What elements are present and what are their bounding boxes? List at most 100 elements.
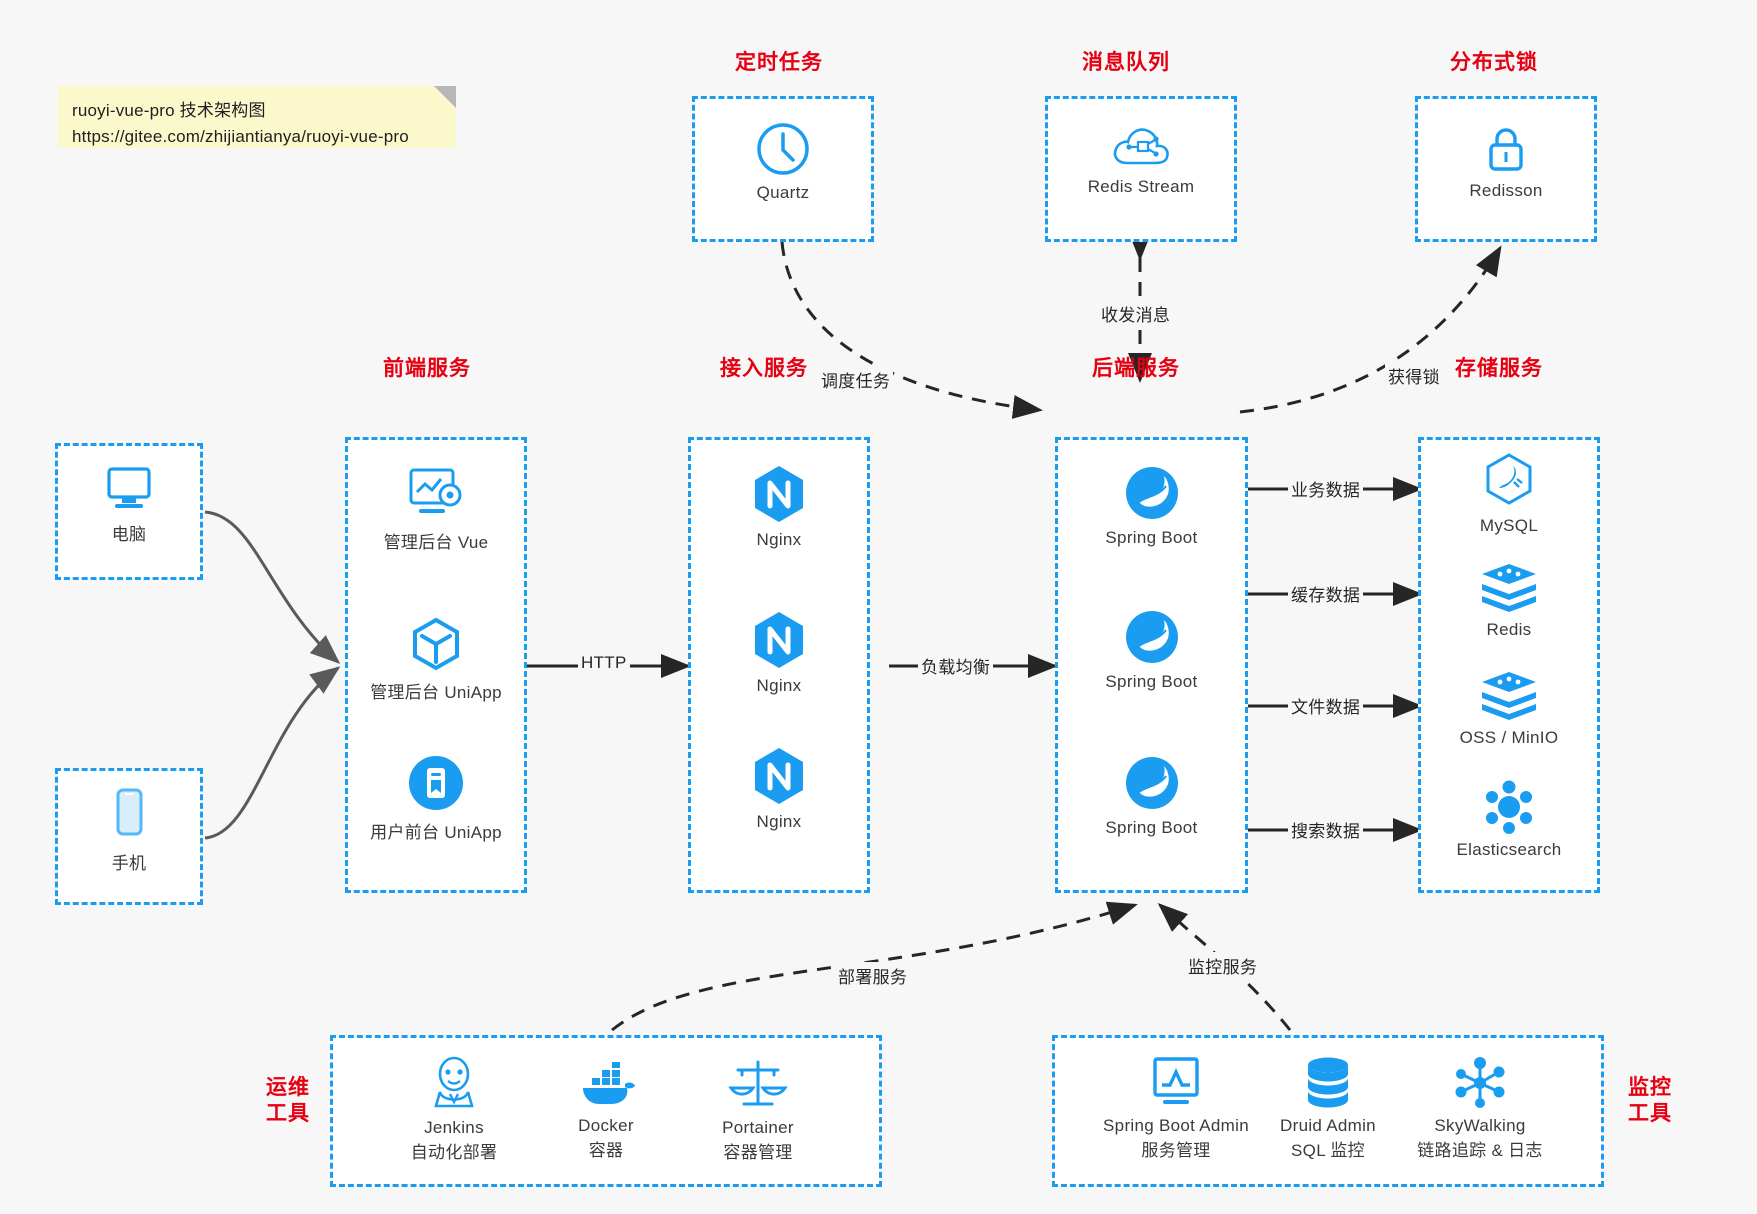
node-label: Druid Admin: [1280, 1116, 1376, 1135]
edge-label-cache-data: 缓存数据: [1288, 580, 1364, 607]
node-druid-admin[interactable]: Druid Admin SQL 监控: [1055, 1056, 1601, 1161]
nginx-icon: [755, 612, 803, 668]
edge-label-http: HTTP: [578, 652, 630, 674]
node-computer[interactable]: 电脑: [58, 464, 200, 545]
node-portainer[interactable]: Portainer 容器管理: [485, 1058, 1031, 1163]
group-box-frontend-service: 管理后台 Vue 管理后台 UniApp 用户前台 UniApp: [345, 437, 527, 893]
node-label: Spring Boot: [1105, 818, 1198, 837]
node-label: Portainer: [722, 1118, 794, 1137]
group-box-storage-service: MySQL Redis OSS / MinIO: [1418, 437, 1600, 893]
node-label: Elasticsearch: [1456, 840, 1562, 859]
jenkins-butler-icon: [434, 1056, 474, 1108]
skywalking-nodes-icon: [1455, 1057, 1505, 1108]
uniapp-cube-icon: [413, 617, 459, 671]
node-docker[interactable]: Docker 容器: [333, 1062, 879, 1161]
docker-whale-icon: [583, 1062, 635, 1104]
node-spring-boot-2[interactable]: Spring Boot: [1058, 608, 1245, 692]
node-sublabel: 服务管理: [1141, 1141, 1211, 1160]
node-label: MySQL: [1479, 516, 1539, 535]
group-box-devops-tools: Jenkins 自动化部署 Docker 容器: [330, 1035, 882, 1187]
node-label: Spring Boot: [1105, 528, 1198, 547]
node-label: 手机: [111, 854, 147, 873]
monitor-chart-icon: [1153, 1057, 1199, 1104]
group-title-scheduled-task: 定时任务: [735, 51, 823, 74]
node-label: Redisson: [1469, 181, 1543, 200]
dashboard-settings-icon: [409, 468, 462, 513]
node-redisson[interactable]: Redisson: [1418, 121, 1594, 201]
group-box-monitor-tools: Spring Boot Admin 服务管理 Druid Admin SQL 监…: [1052, 1035, 1604, 1187]
node-label: Nginx: [756, 676, 802, 695]
spring-boot-icon: [1125, 757, 1178, 809]
note-line-1: ruoyi-vue-pro 技术架构图: [72, 101, 266, 120]
edge-label-file-data: 文件数据: [1288, 692, 1364, 719]
node-redis-stream[interactable]: Redis Stream: [1048, 121, 1234, 197]
group-title-frontend-service: 前端服务: [383, 357, 471, 380]
group-title-devops-tools: 运维 工具: [258, 1075, 318, 1128]
node-sublabel: 容器管理: [723, 1143, 793, 1162]
database-icon: [1308, 1057, 1348, 1108]
redis-stack-icon: [1482, 564, 1536, 612]
group-title-message-queue: 消息队列: [1082, 51, 1170, 74]
node-spring-boot-1[interactable]: Spring Boot: [1058, 464, 1245, 548]
nginx-icon: [755, 748, 803, 804]
node-quartz[interactable]: Quartz: [695, 121, 871, 203]
node-label: 管理后台 UniApp: [370, 683, 502, 702]
clock-icon: [757, 123, 809, 175]
node-user-uniapp[interactable]: 用户前台 UniApp: [348, 754, 524, 843]
nginx-icon: [755, 466, 803, 522]
group-title-devops-line-1: 运维: [266, 1076, 310, 1099]
group-title-devops-line-2: 工具: [266, 1102, 310, 1126]
group-title-monitor-line-2: 工具: [1628, 1102, 1672, 1126]
group-box-scheduled-task: Quartz: [692, 96, 874, 242]
node-nginx-2[interactable]: Nginx: [691, 610, 867, 696]
node-label: Nginx: [756, 530, 802, 549]
mobile-phone-icon: [116, 788, 143, 836]
spring-boot-icon: [1125, 467, 1178, 519]
note-line-2: https://gitee.com/zhijiantianya/ruoyi-vu…: [72, 127, 409, 147]
group-box-gateway-service: Nginx Nginx Nginx: [688, 437, 870, 893]
node-phone[interactable]: 手机: [58, 787, 200, 874]
node-label: SkyWalking: [1434, 1116, 1526, 1135]
group-title-distributed-lock: 分布式锁: [1450, 51, 1538, 74]
node-spring-boot-admin[interactable]: Spring Boot Admin 服务管理: [903, 1054, 1449, 1161]
mysql-icon: [1486, 453, 1532, 505]
edge-label-monitor-service: 监控服务: [1185, 952, 1261, 979]
edge-label-business-data: 业务数据: [1288, 475, 1364, 502]
node-admin-vue[interactable]: 管理后台 Vue: [348, 464, 524, 553]
node-sublabel: 容器: [588, 1141, 624, 1160]
group-box-phone: 手机: [55, 768, 203, 905]
node-label: Nginx: [756, 812, 802, 831]
node-label: Spring Boot: [1105, 672, 1198, 691]
node-sublabel: 链路追踪 & 日志: [1417, 1141, 1543, 1160]
node-label: Spring Boot Admin: [1103, 1116, 1249, 1135]
group-title-monitor-line-1: 监控: [1628, 1076, 1672, 1099]
node-oss-minio[interactable]: OSS / MinIO: [1421, 670, 1597, 748]
group-title-gateway-service: 接入服务: [720, 357, 808, 380]
group-box-distributed-lock: Redisson: [1415, 96, 1597, 242]
desktop-icon: [107, 467, 151, 508]
note-fold-icon: [434, 86, 456, 108]
node-sublabel: 自动化部署: [410, 1143, 498, 1162]
spring-boot-icon: [1125, 611, 1178, 663]
group-box-backend-service: Spring Boot Spring Boot Spring Boot: [1055, 437, 1248, 893]
node-label: Docker: [578, 1116, 634, 1135]
node-skywalking[interactable]: SkyWalking 链路追踪 & 日志: [1207, 1056, 1753, 1161]
diagram-note: ruoyi-vue-pro 技术架构图 https://gitee.com/zh…: [58, 86, 456, 148]
node-label: Redis: [1486, 620, 1532, 639]
node-elasticsearch[interactable]: Elasticsearch: [1421, 780, 1597, 860]
node-nginx-1[interactable]: Nginx: [691, 464, 867, 550]
node-redis[interactable]: Redis: [1421, 562, 1597, 640]
object-storage-icon: [1482, 672, 1536, 720]
node-mysql[interactable]: MySQL: [1421, 452, 1597, 536]
edge-label-search-data: 搜索数据: [1288, 816, 1364, 843]
mobile-app-circle-icon: [409, 756, 463, 810]
group-title-backend-service: 后端服务: [1092, 357, 1180, 380]
node-admin-uniapp[interactable]: 管理后台 UniApp: [348, 616, 524, 703]
node-nginx-3[interactable]: Nginx: [691, 746, 867, 832]
node-label: 用户前台 UniApp: [370, 823, 502, 842]
edge-label-acquire-lock: 获得锁: [1385, 362, 1443, 389]
node-jenkins[interactable]: Jenkins 自动化部署: [181, 1054, 727, 1163]
node-spring-boot-3[interactable]: Spring Boot: [1058, 754, 1245, 838]
node-label: 管理后台 Vue: [383, 533, 489, 552]
